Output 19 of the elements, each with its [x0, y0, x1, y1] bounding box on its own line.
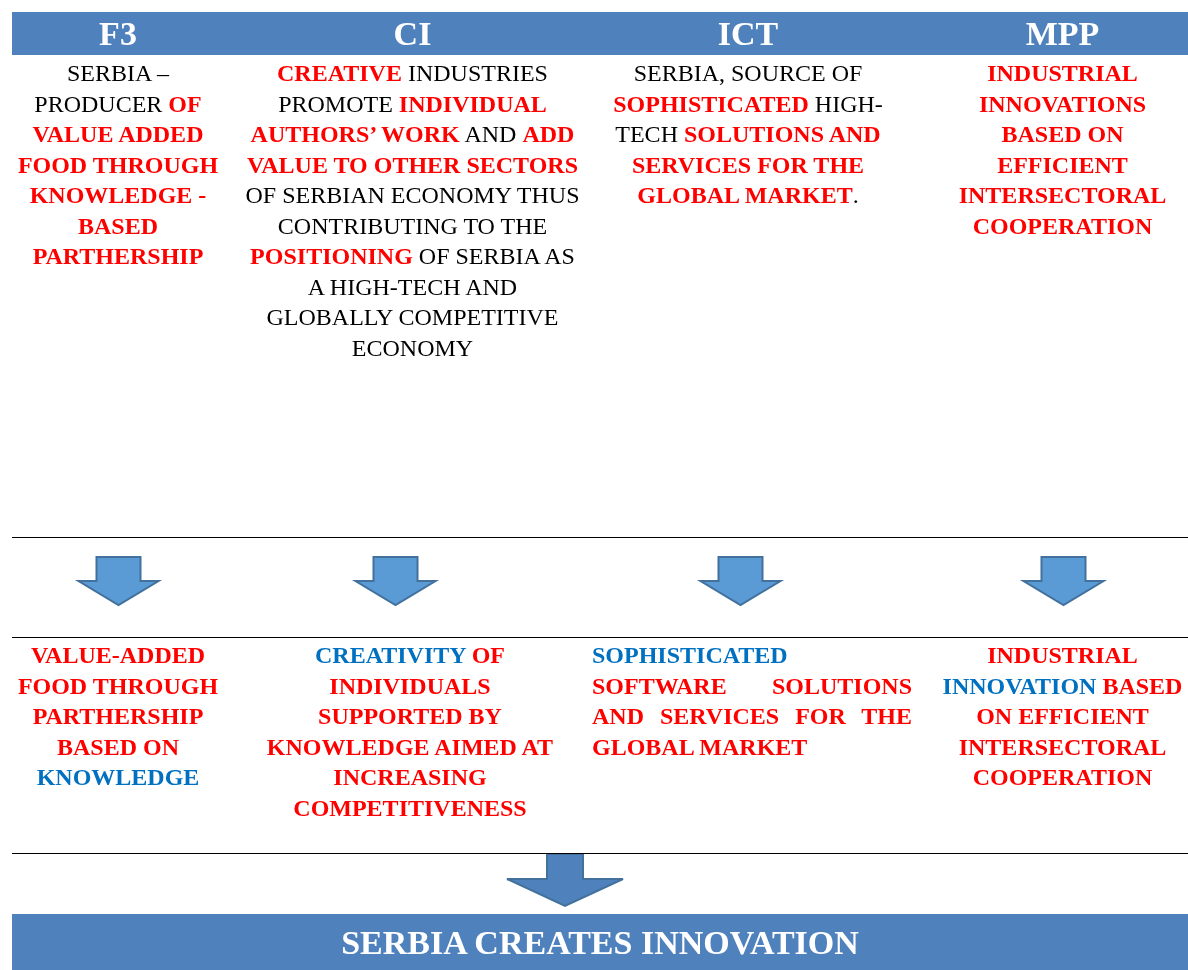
sector-goal-text: SOPHISTICATED SOFTWARE SOLUTIONS AND SERVICES FOR THE GLOBAL MARKET: [592, 641, 912, 762]
column-heading: F3: [99, 15, 137, 52]
sector-vision-text: SERBIA – PRODUCER OF VALUE ADDED FOOD THROUGH KNOWLEDGE - BASED PARTHERSHIP: [16, 59, 220, 271]
sector-vision-text: CREATIVE INDUSTRIES PROMOTE INDIVIDUAL AUTHORS’ WORK AND ADD VALUE TO OTHER SECTORS OF SERBIAN ECONOMY THUS CONTRIBUTING TO THE POSITIONING OF SERBIA AS A HIGH-TECH AND GLOBALLY COMPETITIVE ECONOMY: [245, 59, 580, 363]
banner-title: SERBIA CREATES INNOVATION: [341, 924, 859, 961]
down-arrow: [74, 556, 163, 607]
down-arrow: [506, 853, 624, 908]
sector-goal-text: INDUSTRIAL INNOVATION BASED ON EFFICIENT INTERSECTORAL COOPERATION: [941, 641, 1184, 792]
conclusion-banner: [12, 914, 1188, 970]
column-heading: ICT: [717, 15, 779, 52]
sector-goal-text: CREATIVITY OF INDIVIDUALS SUPPORTED BY KNOWLEDGE AIMED AT INCREASING COMPETITIVENESS: [265, 641, 555, 823]
column-heading: CI: [393, 15, 432, 52]
sector-vision-text: SERBIA, SOURCE OF SOPHISTICATED HIGH-TECH SOLUTIONS AND SERVICES FOR THE GLOBAL MARKET.: [612, 59, 884, 210]
sector-goal-text: VALUE-ADDED FOOD THROUGH PARTHERSHIP BASED ON KNOWLEDGE: [16, 641, 220, 792]
down-arrow: [1019, 556, 1108, 607]
sector-vision-text: INDUSTRIAL INNOVATIONS BASED ON EFFICIENT INTERSECTORAL COOPERATION: [957, 59, 1168, 241]
down-arrow: [351, 556, 440, 607]
column-heading: MPP: [1025, 15, 1100, 52]
down-arrow: [696, 556, 785, 607]
